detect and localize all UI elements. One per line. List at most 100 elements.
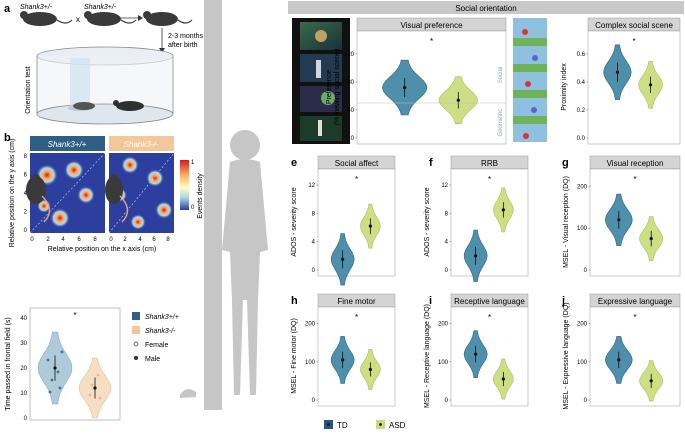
y-axis-label-line: MSEL - Fine motor (DQ) [291, 318, 298, 394]
heatmap-x-tick: 8 [166, 237, 170, 243]
mouse-violin-star: * [73, 311, 76, 320]
heatmap-x-tick: 4 [61, 237, 65, 243]
wt-data-point [46, 358, 50, 362]
wt-data-point [50, 378, 54, 382]
y-tick-label: 0.2 [577, 108, 586, 114]
y-tick-label: 0.4 [577, 80, 586, 86]
heatmap-x-tick: 6 [152, 237, 156, 243]
panel-title: Visual preference [400, 21, 463, 30]
y-axis-label-line: ADOS - severity score [424, 187, 431, 256]
panel-title: Complex social scene [595, 21, 673, 30]
wt-data-point [60, 350, 64, 354]
violin-asd-median [501, 208, 505, 212]
stimulus-film-c [292, 18, 350, 144]
ko-header [109, 136, 174, 151]
heatmap-x-tick: 0 [109, 237, 113, 243]
plot-frame [356, 30, 507, 145]
y-tick-label: 200 [577, 184, 588, 190]
panel-letter-b: b [4, 132, 11, 144]
violin-asd-median [456, 98, 460, 102]
y-axis-label: MSEL - Visual reception (DQ) [563, 176, 570, 268]
violin-ko-median [93, 386, 97, 390]
cross-symbol: x [76, 15, 80, 24]
ko-data-point [96, 373, 100, 377]
y-axis-label: Proximity index [561, 63, 568, 111]
arena-cylinder [36, 46, 174, 125]
y-axis-label: MSEL - Fine motor (DQ) [291, 318, 298, 394]
panel-letter: i [429, 295, 432, 307]
y-axis-label-line: MSEL - Receptive language (DQ) [424, 304, 431, 408]
y-axis-label: Preference(% viewing social scene) [326, 49, 341, 126]
y-axis-label-line: Preference [326, 70, 333, 104]
ko-title: Shank3-/- [124, 140, 159, 149]
plot-frame [317, 306, 396, 407]
heatmap-wt [26, 152, 106, 234]
plot-frame [450, 168, 529, 277]
y-axis-label-line: (% viewing social scene) [334, 49, 341, 126]
violin-td-median [341, 358, 345, 362]
legend-male-marker [134, 356, 138, 360]
violin-asd-median [501, 377, 505, 381]
heatmap-x-tick: 6 [77, 237, 81, 243]
y-tick-label: 4 [445, 240, 449, 246]
mouse-violin-ylabel: Time passed in frontal field (s) [5, 317, 12, 411]
legend-wt-swatch [132, 312, 140, 320]
y-tick-label: 12 [308, 183, 315, 189]
colorbar-tick-low: 0 [191, 205, 195, 211]
y-tick-label: 200 [305, 322, 316, 328]
significance-star: * [632, 37, 635, 46]
legend-label: Female [145, 342, 168, 349]
parent-right-label: Shank3+/- [84, 4, 117, 11]
y-axis-label: ADOS - severity score [424, 187, 431, 256]
heatmap-y-tick: 4 [24, 191, 28, 197]
panel-letter: j [561, 295, 565, 307]
heatmap-ylabel: Relative position on the y axis (cm) [9, 139, 16, 248]
parent-left-label: Shank3+/- [20, 4, 53, 11]
mouse-offspring [143, 11, 193, 26]
social-header-label: Social orientation [455, 4, 516, 13]
legend-label: Male [145, 356, 160, 363]
violin-td-median [403, 86, 407, 90]
plot-frame [587, 30, 681, 145]
mouse-violins [37, 331, 112, 419]
y-tick-label: 0 [312, 268, 316, 274]
significance-star: * [430, 37, 433, 46]
significance-star: * [633, 313, 636, 322]
legend-label: Shank3-/- [145, 328, 176, 335]
mouse-violin-y-tick: 30 [20, 341, 27, 347]
significance-star: * [355, 175, 358, 184]
heatmap-ko [105, 152, 175, 234]
social-side-label: Social [498, 67, 504, 83]
panel-title: Social affect [335, 159, 379, 168]
wt-header [30, 136, 105, 151]
violin-td-median [615, 70, 620, 74]
wt-data-point [58, 386, 62, 390]
y-tick-label: 0 [445, 268, 449, 274]
heatmap-y-tick: 0 [24, 228, 28, 234]
panel-title: Fine motor [337, 297, 376, 306]
y-tick-label: 200 [577, 322, 588, 328]
orientation-test-label: Orientation test [25, 66, 32, 114]
y-tick-label: 0 [584, 268, 588, 274]
panel-title: RRB [481, 159, 498, 168]
panel-letter-a: a [4, 3, 11, 15]
heatmap-x-tick: 2 [123, 237, 127, 243]
mouse-violin-y-tick: 40 [20, 316, 27, 322]
ko-data-point [88, 393, 92, 397]
violin-td-median [617, 358, 621, 362]
y-tick-label: 4 [312, 240, 316, 246]
violin-asd-median [368, 224, 372, 228]
legend-asd-dot [379, 423, 382, 426]
arrow-down-head [159, 48, 165, 53]
plot-frame [450, 306, 529, 407]
ko-data-point [98, 396, 102, 400]
heatmap-y-tick: 6 [24, 173, 28, 179]
wt-data-point [48, 390, 52, 394]
y-tick-label: 8 [312, 211, 316, 217]
